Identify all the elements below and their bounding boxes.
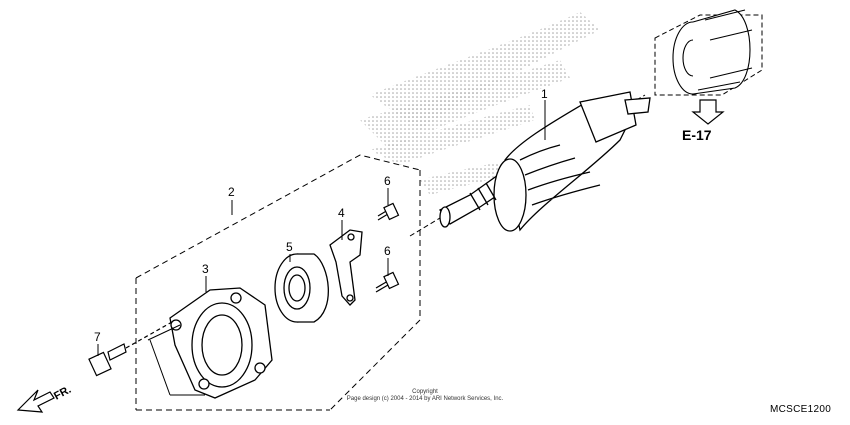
callout-2: 2	[228, 185, 235, 199]
callout-6-lower: 6	[384, 244, 391, 258]
copyright-notice: Copyright Page design (c) 2004 - 2014 by…	[300, 389, 550, 403]
callout-5: 5	[286, 240, 293, 254]
bracket-part	[329, 229, 363, 306]
copyright-line-2: Page design (c) 2004 - 2014 by ARI Netwo…	[346, 396, 504, 403]
bolt-part-lower	[375, 271, 400, 293]
leader-lines	[97, 100, 546, 356]
wing-logo-watermark	[360, 12, 600, 195]
reference-part-box	[654, 14, 763, 96]
callout-4: 4	[338, 206, 345, 220]
front-direction-arrow	[16, 389, 55, 413]
callout-7: 7	[94, 330, 101, 344]
bearing-part	[274, 253, 329, 323]
reference-arrow	[691, 99, 725, 125]
diagram-code: MCSCE1200	[770, 404, 832, 415]
callout-1: 1	[541, 87, 548, 101]
assembly-lines	[147, 324, 205, 396]
main-shaft-part	[409, 91, 651, 237]
assembly-group-box	[135, 154, 421, 411]
flange-bolt-part	[88, 321, 173, 377]
copyright-line-1: Copyright	[412, 389, 438, 395]
callout-6-upper: 6	[384, 174, 391, 188]
bolt-part-upper	[377, 202, 400, 221]
callout-3: 3	[202, 262, 209, 276]
bearing-holder-part	[169, 287, 273, 399]
reference-label: E-17	[682, 127, 712, 143]
reference-drum-part	[672, 9, 753, 95]
